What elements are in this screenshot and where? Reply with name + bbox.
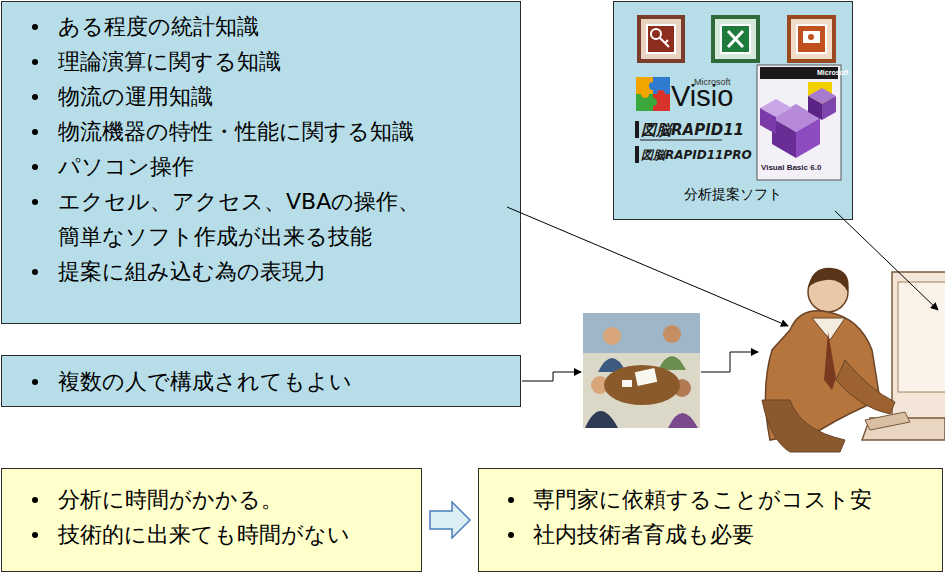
list-item: 物流の運用知識 [32, 79, 430, 114]
bullet-dot [508, 532, 514, 538]
list-item: 技術的に出来ても時間がない [32, 517, 411, 552]
analyst-illustration [762, 268, 945, 452]
list-item: パソコン操作 [32, 149, 430, 184]
bullet-dot [32, 164, 38, 170]
bullet-dot [32, 199, 38, 205]
list-item: 物流機器の特性・性能に関する知識 [32, 114, 430, 149]
bullet-text: 提案に組み込む為の表現力 [58, 254, 326, 289]
box-caption: 分析提案ソフト [684, 185, 782, 203]
list-item: 分析に時間がかかる。 [32, 482, 411, 517]
bullet-text: 専門家に依頼することがコスト安 [533, 482, 872, 517]
excel-icon [711, 15, 760, 63]
bullet-text: 分析に時間がかかる。 [58, 482, 283, 517]
software-box: 分析提案ソフト [613, 1, 853, 220]
leader-line [507, 207, 788, 326]
bullet-text: エクセル、アクセス、VBAの操作、簡単なソフト作成が出来る技能 [58, 184, 430, 254]
access-icon [637, 15, 685, 63]
bullet-dot [32, 59, 38, 65]
list-item: エクセル、アクセス、VBAの操作、簡単なソフト作成が出来る技能 [32, 184, 430, 254]
list-item: 複数の人で構成されてもよい [32, 364, 500, 399]
bullet-text: 物流機器の特性・性能に関する知識 [58, 114, 414, 149]
bullet-text: 技術的に出来ても時間がない [58, 517, 350, 552]
bullet-dot [32, 94, 38, 100]
list-item: 専門家に依頼することがコスト安 [508, 482, 934, 517]
leader-line [701, 352, 758, 372]
list-item: 社内技術者育成も必要 [508, 517, 934, 552]
block-arrow [430, 502, 470, 538]
bullet-text: パソコン操作 [58, 149, 194, 184]
visio-logo [636, 77, 670, 111]
bullet-dot [32, 497, 38, 503]
rapid-logo [635, 121, 722, 163]
bullet-dot [32, 532, 38, 538]
bullet-dot [32, 379, 38, 385]
bullet-dot [32, 129, 38, 135]
meeting-illustration [583, 313, 700, 428]
conclusion-box: 専門家に依頼することがコスト安社内技術者育成も必要 [478, 468, 943, 572]
team-note-box: 複数の人で構成されてもよい [1, 355, 521, 407]
list-item: 理論演算に関する知識 [32, 44, 430, 79]
powerpoint-icon [787, 15, 836, 63]
visual-basic-box [757, 65, 841, 180]
bullet-text: 複数の人で構成されてもよい [58, 364, 352, 399]
bullet-dot [508, 497, 514, 503]
bullet-text: 社内技術者育成も必要 [533, 517, 754, 552]
skill-list-box: ある程度の統計知識理論演算に関する知識物流の運用知識物流機器の特性・性能に関する… [1, 1, 521, 324]
leader-line [835, 211, 938, 310]
bullet-text: 理論演算に関する知識 [58, 44, 281, 79]
bullet-text: 物流の運用知識 [58, 79, 213, 114]
leader-line [522, 372, 581, 381]
bullet-dot [32, 269, 38, 275]
bullet-text: ある程度の統計知識 [58, 9, 259, 44]
problem-box: 分析に時間がかかる。技術的に出来ても時間がない [1, 468, 422, 572]
list-item: 提案に組み込む為の表現力 [32, 254, 430, 289]
bullet-dot [32, 24, 38, 30]
list-item: ある程度の統計知識 [32, 9, 430, 44]
list-item: 分析提案ソフト [614, 185, 852, 203]
